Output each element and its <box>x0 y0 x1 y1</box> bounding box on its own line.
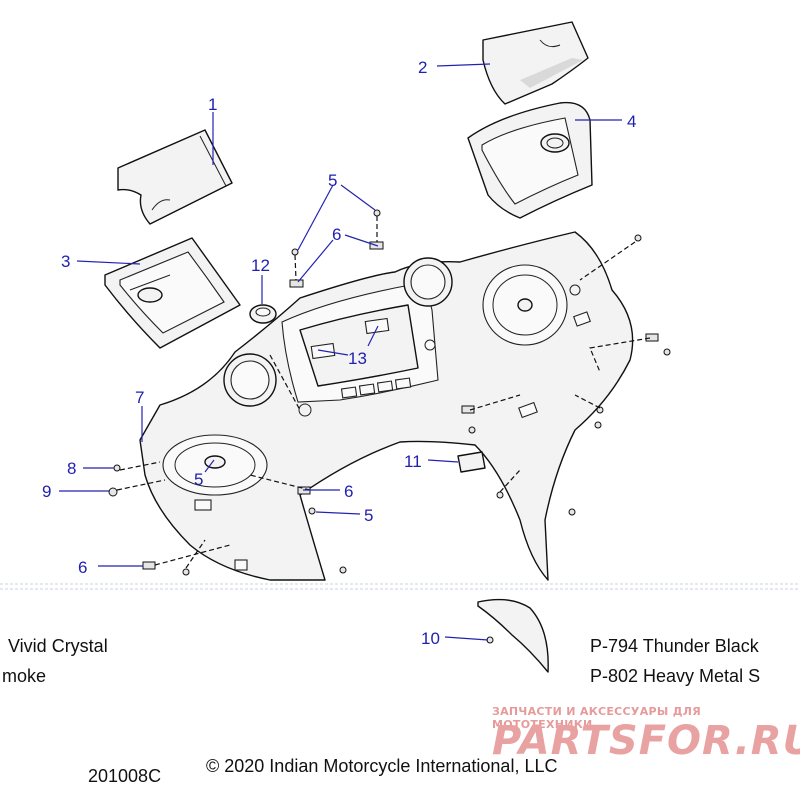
callout-5-mid: 5 <box>194 470 203 489</box>
callout-7: 7 <box>135 388 144 407</box>
callout-6-mid: 6 <box>344 482 353 501</box>
watermark-brand: PARTSFOR.RU <box>492 718 800 764</box>
callout-12: 12 <box>251 256 270 275</box>
callout-5-top: 5 <box>328 171 337 190</box>
callout-5-low: 5 <box>364 506 373 525</box>
part-2-cover <box>482 21 589 105</box>
legend-left-line1: Vivid Crystal <box>8 636 108 656</box>
leader-lines <box>59 63 622 641</box>
button-strip <box>340 377 412 399</box>
callout-6-low: 6 <box>78 558 87 577</box>
watermark-tagline: ЗАПЧАСТИ И АКСЕССУАРЫ ДЛЯ МОТОТЕХНИКИ <box>492 705 702 731</box>
inner-fairing <box>139 231 634 581</box>
part-3-bezel <box>104 237 241 349</box>
callout-10: 10 <box>421 629 440 648</box>
legend-left-line2: moke <box>2 666 47 686</box>
callout-13: 13 <box>348 349 367 368</box>
drawing-number: 201008C <box>88 766 162 786</box>
callout-2: 2 <box>418 58 427 77</box>
callout-11: 11 <box>404 452 422 471</box>
tear-line <box>0 583 800 590</box>
copyright: © 2020 Indian Motorcycle International, … <box>206 756 558 776</box>
part-11-clip <box>457 451 486 473</box>
legend-right-line1: P-794 Thunder Black <box>590 636 759 656</box>
install-lines <box>116 216 651 569</box>
part-12-grommet <box>249 304 277 324</box>
tear-band <box>0 582 800 592</box>
callout-3: 3 <box>61 252 70 271</box>
callout-8: 8 <box>67 459 76 478</box>
callout-9: 9 <box>42 482 51 501</box>
part-10-trim <box>477 598 549 673</box>
callout-1: 1 <box>208 95 217 114</box>
callout-4: 4 <box>627 112 636 131</box>
part-1-cover <box>117 129 233 225</box>
callouts: 1 2 3 4 5 6 12 13 7 8 9 5 11 6 5 6 10 <box>42 58 636 648</box>
part-4-bezel <box>467 101 593 219</box>
legend-right-line2: P-802 Heavy Metal S <box>590 666 761 686</box>
callout-6-top: 6 <box>332 225 341 244</box>
